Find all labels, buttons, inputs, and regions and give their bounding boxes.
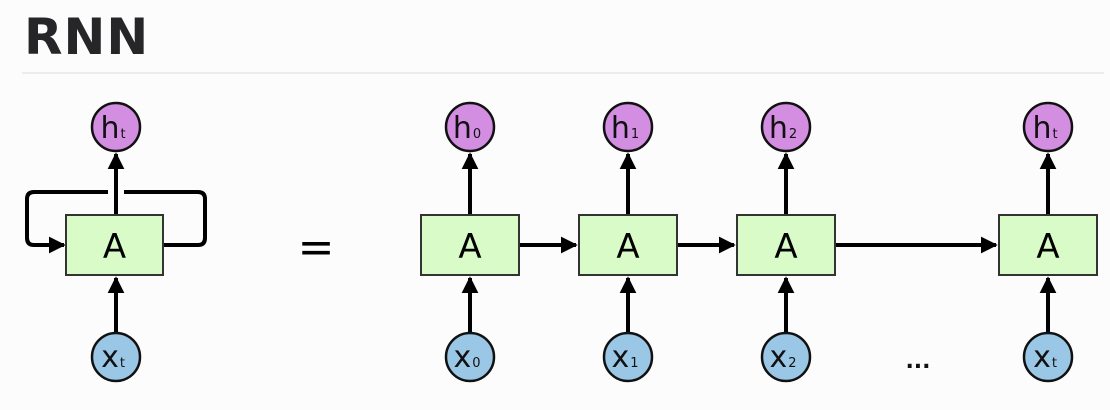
cell-label: A [616,227,639,267]
svg-text:xt: xt [1033,340,1057,375]
node-main-label: x [769,340,787,375]
title-divider [22,72,1104,74]
node-subscript: t [120,356,125,371]
svg-text:h1: h1 [611,111,639,146]
unrolled-rnn: A h0 x0 A h1 x1 [420,101,1098,383]
rolled-rnn: A ht xt [25,101,207,383]
svg-text:x0: x0 [453,340,480,375]
node-main-label: h [453,111,472,146]
time-step-t: A ht xt [998,101,1098,383]
input-node: x0 [444,331,496,383]
rnn-cell [736,214,836,276]
cell-label: A [458,227,481,267]
node-main-label: x [101,340,119,375]
ellipsis: ... [905,349,930,374]
node-subscript: 1 [630,356,638,371]
node-subscript: t [1052,356,1057,371]
node-subscript: t [120,127,125,142]
cell-label: A [1036,227,1059,267]
node-subscript: 0 [473,127,481,142]
node-main-label: h [611,111,630,146]
hidden-state-node: h2 [760,101,812,153]
cell-label: A [774,227,797,267]
page-title: RNN [24,8,150,66]
svg-text:h2: h2 [769,111,797,146]
hidden-state-node: ht [1022,101,1074,153]
recurrent-loop-edge [25,190,207,245]
rnn-cell [578,214,678,276]
equals-sign: = [298,222,335,273]
node-subscript: 2 [788,356,796,371]
node-subscript: 2 [789,127,797,142]
node-subscript: t [1052,127,1057,142]
input-node: xt [1022,331,1074,383]
node-main-label: h [769,111,788,146]
input-node: xt [90,331,142,383]
rnn-cell [420,214,520,276]
rnn-cell [998,214,1098,276]
cell-label: A [103,227,126,267]
node-main-label: h [1032,111,1051,146]
time-step-1: A h1 x1 [578,101,678,383]
rnn-cell [65,214,164,276]
svg-text:x2: x2 [769,340,796,375]
node-subscript: 1 [631,127,639,142]
node-subscript: 0 [472,356,480,371]
svg-text:ht: ht [100,111,125,146]
svg-text:h0: h0 [453,111,481,146]
input-node: x2 [760,331,812,383]
time-step-2: A h2 x2 [736,101,836,383]
node-main-label: x [453,340,471,375]
hidden-state-node: h1 [602,101,654,153]
hidden-state-node: ht [90,101,142,153]
node-main-label: h [100,111,119,146]
svg-text:x1: x1 [611,340,638,375]
input-node: x1 [602,331,654,383]
time-step-0: A h0 x0 [420,101,520,383]
svg-text:xt: xt [101,340,125,375]
hidden-state-node: h0 [444,101,496,153]
node-main-label: x [1033,340,1051,375]
svg-text:ht: ht [1032,111,1057,146]
node-main-label: x [611,340,629,375]
